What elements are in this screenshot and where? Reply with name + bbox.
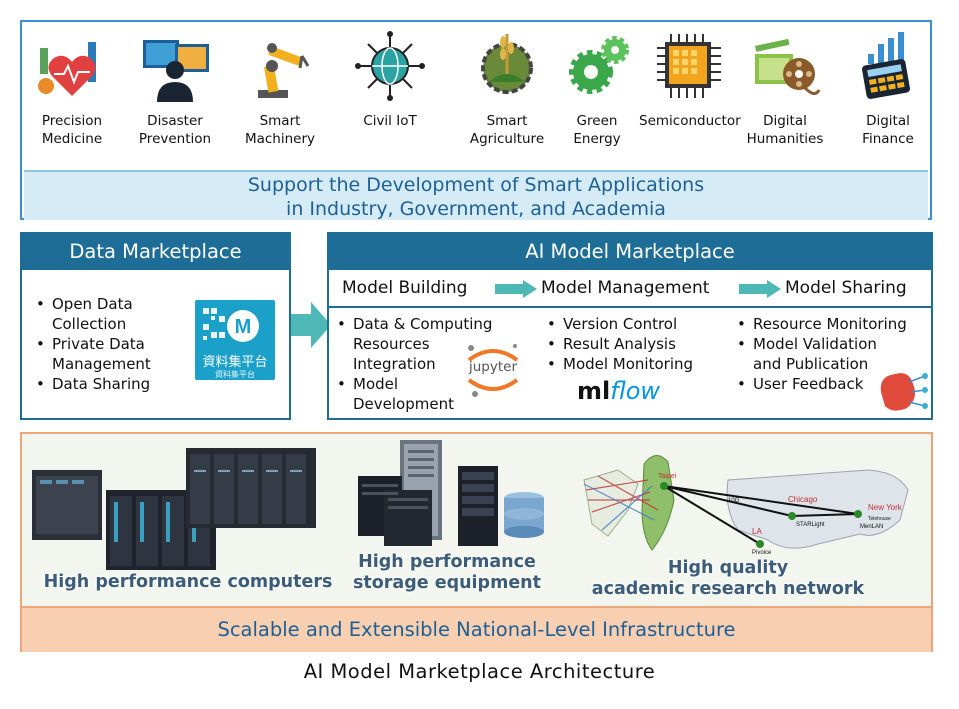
applications-banner: Support the Development of Smart Applica…	[24, 170, 928, 220]
step-arrow-icon	[739, 280, 781, 298]
map-label-newyork: New York	[868, 503, 903, 512]
map-label-10g: 10G	[728, 498, 740, 504]
ai-model-marketplace-panel: AI Model Marketplace Model Building Mode…	[327, 232, 933, 420]
mlflow-logo: mlflow	[577, 376, 660, 406]
list-item: Model Development	[333, 374, 523, 414]
robot-arm-icon	[258, 43, 310, 98]
list-item: Resource Monitoring	[733, 314, 933, 334]
building-list: Data & Computing Resources Integration M…	[333, 314, 523, 414]
list-item: Model Validation and Publication	[733, 334, 933, 374]
app-disaster-prevention: Disaster Prevention	[125, 26, 225, 148]
jupyter-logo-icon	[467, 344, 519, 397]
applications-panel: Precision Medicine Disaster Prevention S…	[20, 20, 932, 220]
list-item: Version Control	[543, 314, 733, 334]
research-network-map: Taipei Chicago New York LA STARLight Men…	[583, 455, 909, 556]
supercomputer-image	[32, 448, 316, 570]
list-item: Result Analysis	[543, 334, 733, 354]
infra-caption-computers: High performance computers	[43, 572, 333, 592]
dataset-logo-letter: M	[235, 316, 252, 338]
list-item: Data Sharing	[32, 374, 192, 394]
list-item: Model Monitoring	[543, 354, 733, 374]
wheat-field-icon	[481, 34, 533, 94]
infra-caption-storage: High performance storage equipment	[352, 552, 542, 593]
storage-equipment-image	[358, 440, 544, 546]
list-item: Data & Computing Resources Integration	[333, 314, 523, 374]
list-item: User Feedback	[733, 374, 933, 394]
film-reel-icon	[755, 38, 821, 95]
dataset-logo-subtext: 資料集平台	[215, 370, 255, 379]
map-label-starlight: STARLight	[796, 522, 825, 528]
management-list: Version Control Result Analysis Model Mo…	[543, 314, 733, 374]
app-digital-humanities: Digital Humanities	[735, 26, 835, 148]
heart-medicine-icon	[38, 42, 96, 96]
globe-network-icon	[355, 31, 425, 101]
dataset-platform-logo: M 資料集平台 資料集平台	[195, 300, 275, 380]
chip-icon	[657, 34, 721, 98]
infra-caption-network: High quality academic research network	[591, 558, 865, 599]
jupyter-logo: jupyter	[461, 340, 525, 400]
ai-marketplace-title: AI Model Marketplace	[329, 234, 931, 270]
mlflow-flow-text: flow	[610, 377, 661, 405]
brain-network-icon	[880, 373, 928, 411]
app-precision-medicine: Precision Medicine	[22, 26, 122, 148]
dataset-logo-icon: M	[203, 308, 259, 342]
step-model-building: Model Building	[342, 278, 468, 298]
step-arrow-icon	[495, 280, 537, 298]
model-pipeline-steps: Model Building Model Management Model Sh…	[329, 270, 931, 308]
map-label-la: LA	[752, 527, 762, 536]
jupyter-logo-text: jupyter	[468, 359, 517, 375]
infrastructure-banner: Scalable and Extensible National-Level I…	[22, 606, 931, 652]
map-label-chicago: Chicago	[788, 495, 818, 504]
calculator-chart-icon	[862, 32, 910, 99]
app-green-energy: Green Energy	[547, 26, 647, 148]
infrastructure-panel: High performance computers High performa…	[20, 432, 933, 652]
applications-banner-text: Support the Development of Smart Applica…	[247, 174, 705, 220]
map-label-telehouse: Telehouse	[868, 516, 891, 522]
app-smart-agriculture: Smart Agriculture	[457, 26, 557, 148]
list-item: Open Data Collection	[32, 294, 192, 334]
app-smart-machinery: Smart Machinery	[230, 26, 330, 148]
map-label-pivoice: Pivoice	[752, 550, 772, 556]
figure-caption: AI Model Marketplace Architecture	[303, 660, 656, 683]
data-marketplace-list: Open Data Collection Private Data Manage…	[32, 294, 192, 394]
green-gears-icon	[569, 36, 629, 94]
map-label-menlan: MenLAN	[860, 524, 883, 530]
mlflow-ml-text: ml	[577, 377, 611, 405]
sharing-list: Resource Monitoring Model Validation and…	[733, 314, 933, 394]
map-label-taipei: Taipei	[658, 473, 677, 480]
data-marketplace-title: Data Marketplace	[22, 234, 289, 270]
dataset-logo-text: 資料集平台	[202, 355, 268, 370]
flow-arrow-icon	[291, 302, 331, 348]
app-semiconductor: Semiconductor	[639, 26, 741, 130]
step-model-sharing: Model Sharing	[785, 278, 907, 298]
data-marketplace-panel: Data Marketplace Open Data Collection Pr…	[20, 232, 291, 420]
app-civil-iot: Civil IoT	[340, 26, 440, 130]
step-model-management: Model Management	[541, 278, 710, 298]
app-digital-finance: Digital Finance	[838, 26, 938, 148]
list-item: Private Data Management	[32, 334, 192, 374]
monitor-person-icon	[143, 40, 209, 102]
infrastructure-banner-text: Scalable and Extensible National-Level I…	[217, 618, 736, 641]
